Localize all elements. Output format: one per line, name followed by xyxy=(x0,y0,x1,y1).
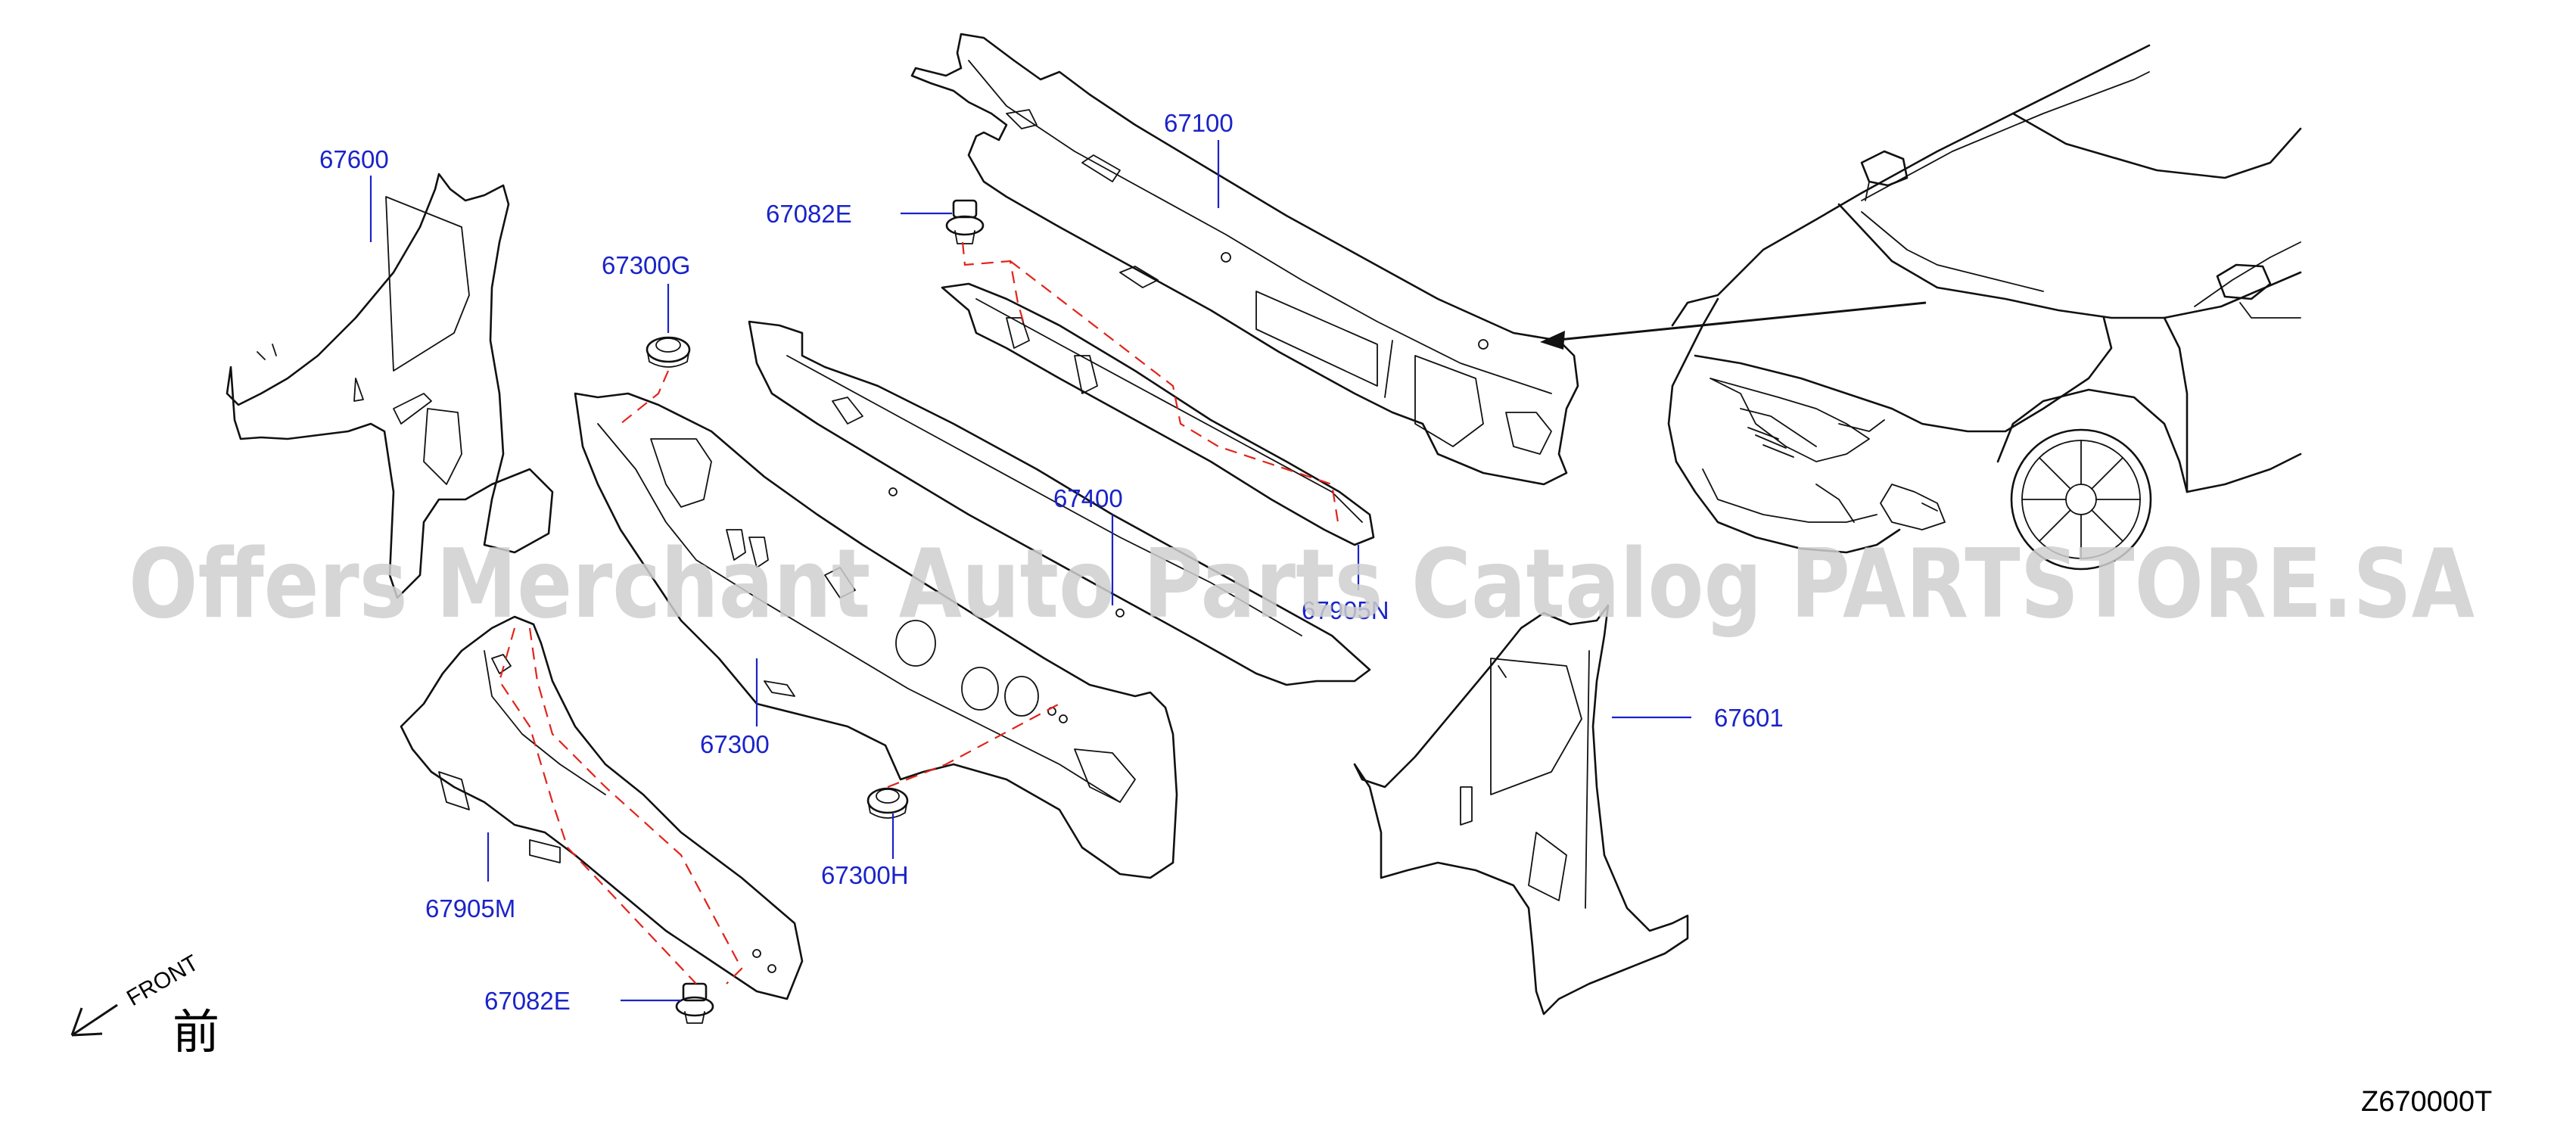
cowl-top-67100 xyxy=(910,33,1579,486)
cowl-strip-67905N xyxy=(941,282,1375,546)
side-panel-left-67600 xyxy=(226,173,554,599)
front-kanji: 前 xyxy=(173,1004,219,1059)
reference-code: Z670000T xyxy=(2361,1086,2492,1118)
part-label-67100[interactable]: 67100 xyxy=(1164,109,1234,137)
leader-lines xyxy=(369,140,1691,1002)
front-label: FRONT xyxy=(123,950,203,1011)
part-label-67300[interactable]: 67300 xyxy=(700,730,770,758)
part-labels: 67600 67300G 67082E 67100 67400 67905N 6… xyxy=(319,109,1784,1015)
side-panel-right-67601 xyxy=(1353,604,1689,1016)
watermark: Offers Merchant Auto Parts Catalog PARTS… xyxy=(129,528,2475,639)
car-illustration xyxy=(1667,44,2302,571)
part-label-67400[interactable]: 67400 xyxy=(1053,484,1123,512)
front-indicator: FRONT 前 xyxy=(70,950,219,1059)
grommet-67300H xyxy=(866,787,909,819)
part-label-67082E-bottom[interactable]: 67082E xyxy=(484,987,571,1015)
part-label-67300G[interactable]: 67300G xyxy=(602,251,690,279)
part-label-67601[interactable]: 67601 xyxy=(1714,704,1784,732)
dash-insulator-67400 xyxy=(748,320,1371,686)
part-label-67082E-top[interactable]: 67082E xyxy=(766,200,852,228)
front-arrow-icon xyxy=(70,1003,118,1037)
part-label-67300H[interactable]: 67300H xyxy=(821,861,909,889)
part-label-67600[interactable]: 67600 xyxy=(319,145,389,173)
part-label-67905M[interactable]: 67905M xyxy=(425,894,515,922)
clip-67082E-bottom xyxy=(675,982,714,1024)
part-label-67905N[interactable]: 67905N xyxy=(1302,596,1389,624)
dash-panel-67300 xyxy=(574,392,1178,879)
clip-67082E-top xyxy=(945,199,985,244)
assembly-dash-lines xyxy=(498,241,1339,985)
grommet-67300G xyxy=(646,336,691,368)
location-arrow xyxy=(1540,301,1927,350)
dash-side-insulator-67905M xyxy=(400,615,804,1000)
